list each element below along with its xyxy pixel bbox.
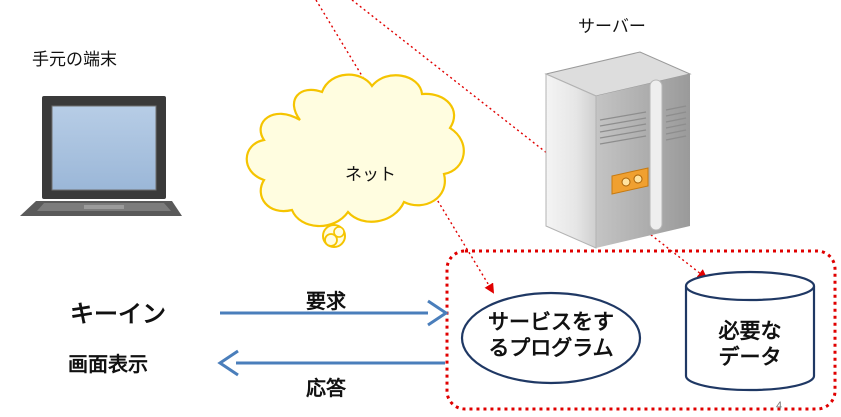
server-label: サーバー <box>578 17 646 37</box>
request-arrow <box>220 299 449 327</box>
server-icon <box>544 51 692 249</box>
program-box-text: サービスをす るプログラム <box>470 309 632 362</box>
response-arrow <box>217 349 445 377</box>
page-number: 4 <box>776 400 783 412</box>
request-label: 要求 <box>306 289 346 313</box>
program-line-2: るプログラム <box>488 336 614 361</box>
data-line-2: データ <box>718 345 782 370</box>
data-box-text: 必要な データ <box>690 318 810 371</box>
local-terminal-label: 手元の端末 <box>32 50 117 70</box>
cloud-icon <box>245 73 465 248</box>
laptop-icon <box>20 96 182 216</box>
screen-display-label: 画面表示 <box>68 352 148 376</box>
response-label: 応答 <box>306 376 346 400</box>
program-ellipse <box>460 291 642 385</box>
network-label: ネット <box>345 165 396 185</box>
data-line-1: 必要な <box>718 319 782 343</box>
program-line-1: サービスをす <box>488 310 614 334</box>
cylinder-icon <box>684 270 816 392</box>
key-in-label: キーイン <box>70 300 166 328</box>
server-side-group-frame <box>445 249 837 411</box>
